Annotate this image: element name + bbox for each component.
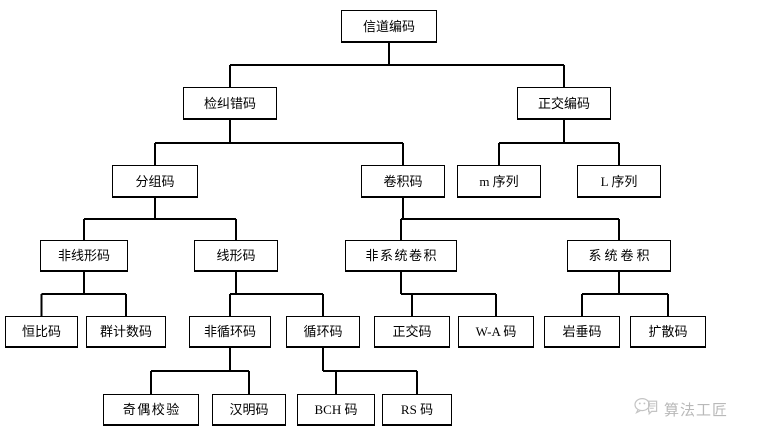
node-n19: 奇偶校验 <box>103 394 199 426</box>
node-n21: BCH 码 <box>297 394 375 426</box>
node-n6: L 序列 <box>577 165 661 198</box>
node-n18: 扩散码 <box>630 316 706 348</box>
node-n22: RS 码 <box>382 394 452 426</box>
node-n13: 非循环码 <box>189 316 271 348</box>
node-n4: 卷积码 <box>361 165 445 198</box>
node-n1: 检纠错码 <box>183 87 277 120</box>
node-n9: 非系统卷积 <box>345 240 457 272</box>
node-n17: 岩垂码 <box>544 316 620 348</box>
node-n3: 分组码 <box>112 165 198 198</box>
node-n5: m 序列 <box>457 165 541 198</box>
node-n14: 循环码 <box>286 316 360 348</box>
node-n7: 非线形码 <box>40 240 128 272</box>
node-n12: 群计数码 <box>86 316 166 348</box>
node-n11: 恒比码 <box>5 316 78 348</box>
node-n2: 正交编码 <box>517 87 611 120</box>
node-n10: 系统卷积 <box>567 240 671 272</box>
wechat-official-account-icon <box>634 396 658 422</box>
node-n0: 信道编码 <box>341 10 437 43</box>
node-n8: 线形码 <box>194 240 278 272</box>
node-n20: 汉明码 <box>212 394 286 426</box>
node-n15: 正交码 <box>374 316 450 348</box>
node-n16: W-A 码 <box>458 316 534 348</box>
watermark: 算法工匠 <box>634 396 728 422</box>
watermark-text: 算法工匠 <box>664 401 729 419</box>
